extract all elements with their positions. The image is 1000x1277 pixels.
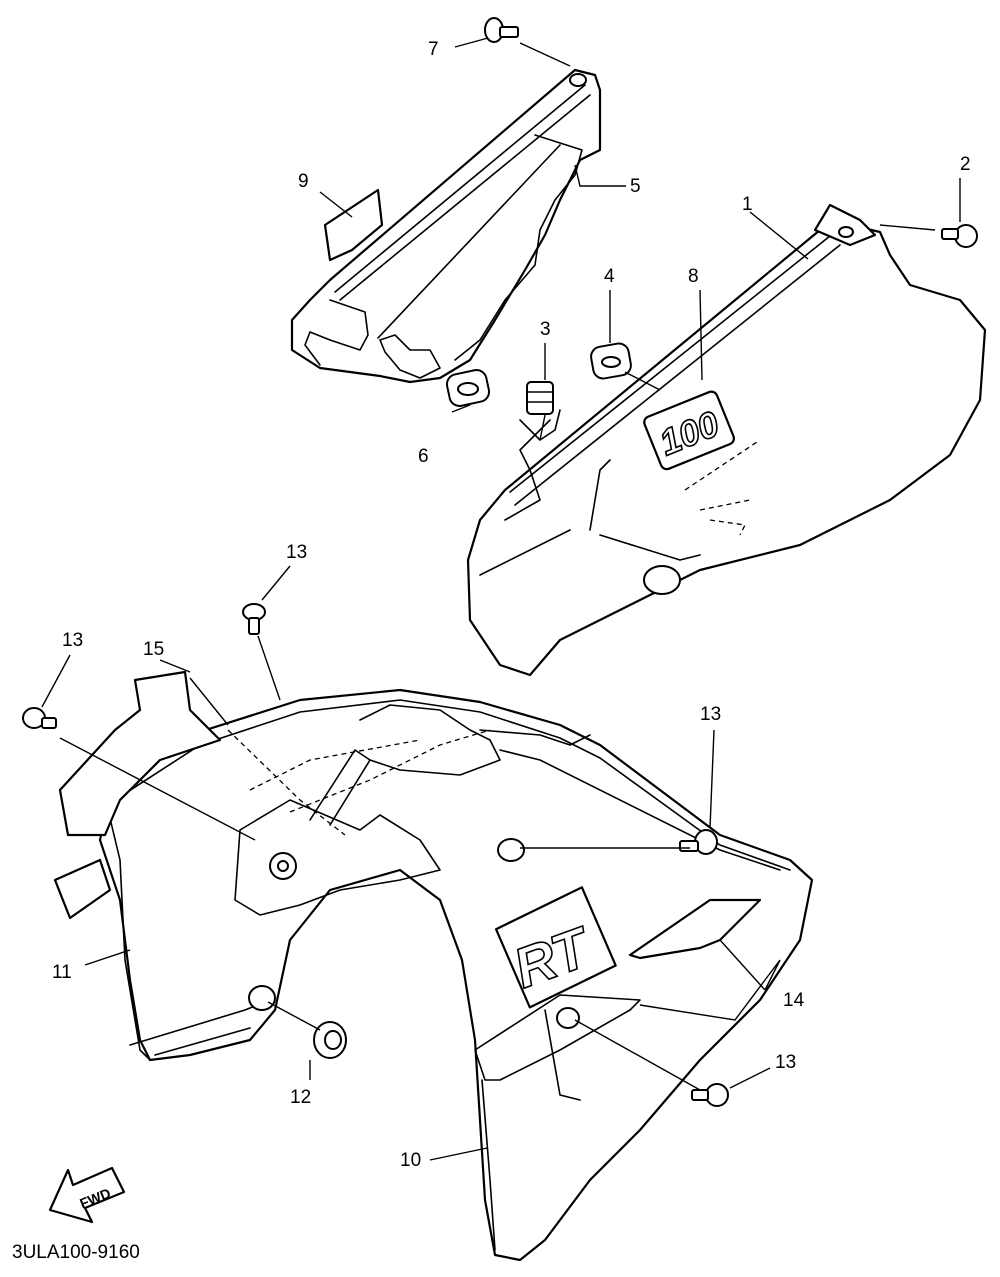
callout-1: 1	[742, 194, 753, 215]
callout-13-lower: 13	[775, 1052, 796, 1073]
callout-10: 10	[400, 1150, 421, 1171]
callout-12: 12	[290, 1087, 311, 1108]
screw-13-left	[22, 707, 57, 729]
callout-6: 6	[418, 446, 429, 467]
forward-arrow-icon: FWD	[48, 1166, 126, 1224]
callout-2: 2	[960, 154, 971, 175]
lower-fairing: RT	[53, 670, 814, 1262]
callout-14: 14	[783, 990, 805, 1011]
side-cover-bracket	[290, 68, 602, 384]
screw-13-upper	[242, 603, 266, 635]
callout-9: 9	[298, 171, 309, 192]
decal-100: 100	[643, 390, 736, 471]
bolt-7	[484, 17, 519, 43]
callout-13-upper: 13	[286, 542, 307, 563]
callout-5: 5	[630, 176, 641, 197]
inner-panel-15	[58, 670, 222, 837]
grommet-4	[590, 342, 632, 380]
damper-3	[526, 381, 554, 415]
leader-lines	[41, 37, 961, 1161]
callout-13-left: 13	[62, 630, 83, 651]
callout-labels: 1 2 3 4 5 6 7 8 9 10 11 12 13 13 13 13 1…	[52, 39, 971, 1171]
grommet-6	[445, 369, 491, 407]
screw-13-right	[679, 829, 718, 855]
grommet-12	[313, 1021, 347, 1059]
screw-2	[941, 224, 978, 248]
callout-11: 11	[52, 962, 72, 983]
screw-13-lower	[691, 1083, 729, 1107]
callout-8: 8	[688, 266, 699, 287]
callout-7: 7	[428, 39, 439, 60]
drawing-code: 3ULA100-9160	[12, 1242, 140, 1263]
callout-3: 3	[540, 319, 551, 340]
callout-4: 4	[604, 266, 615, 287]
callout-15: 15	[143, 639, 164, 660]
callout-13-right: 13	[700, 704, 721, 725]
side-cover: 100	[466, 203, 987, 677]
